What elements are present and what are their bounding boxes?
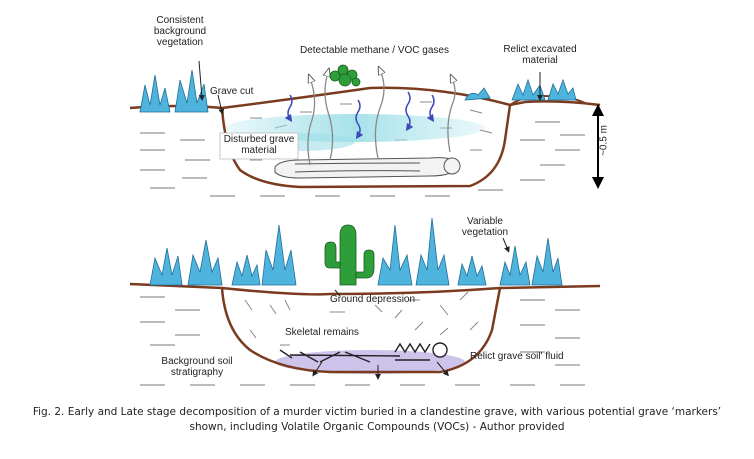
green-plant-bottom — [324, 224, 375, 286]
label-grave-cut: Grave cut — [210, 86, 254, 97]
skeleton — [279, 342, 448, 363]
soil-strata-top — [140, 121, 585, 197]
label-background-soil: Background soil stratigraphy — [161, 356, 233, 378]
ground-surface-bottom — [129, 282, 601, 296]
grave-outline-bottom — [220, 287, 502, 374]
label-variable-vegetation: Variable vegetation — [461, 216, 509, 238]
grave-diagram: Consistent background vegetation Detecta… — [129, 15, 610, 386]
label-ground-depression: Ground depression — [330, 294, 416, 305]
vegetation-top — [139, 69, 577, 113]
fluid-arrows-top — [284, 91, 435, 140]
body-outline — [274, 157, 461, 179]
voc-gas-arrows — [307, 70, 455, 166]
label-disturbed-material: Disturbed grave material — [223, 134, 295, 156]
label-relict-fluid: Relict grave soil' fluid — [470, 351, 564, 362]
top-panel — [129, 60, 604, 197]
label-skeletal-remains: Skeletal remains — [285, 327, 359, 338]
label-consistent-vegetation: Consistent background vegetation — [153, 15, 207, 48]
figure-caption: Fig. 2. Early and Late stage decompositi… — [32, 406, 722, 433]
label-relict-material: Relict excavated material — [503, 44, 577, 66]
vegetation-bottom — [149, 217, 563, 286]
fluid-arrows-bottom — [312, 361, 449, 380]
grave-diagram-svg — [129, 60, 604, 386]
bottom-panel — [129, 217, 601, 386]
soil-strata-bottom — [140, 296, 585, 386]
green-plant-top — [329, 64, 361, 87]
label-methane-gases: Detectable methane / VOC gases — [300, 45, 449, 56]
label-depth: ~0.5 m — [598, 125, 610, 156]
